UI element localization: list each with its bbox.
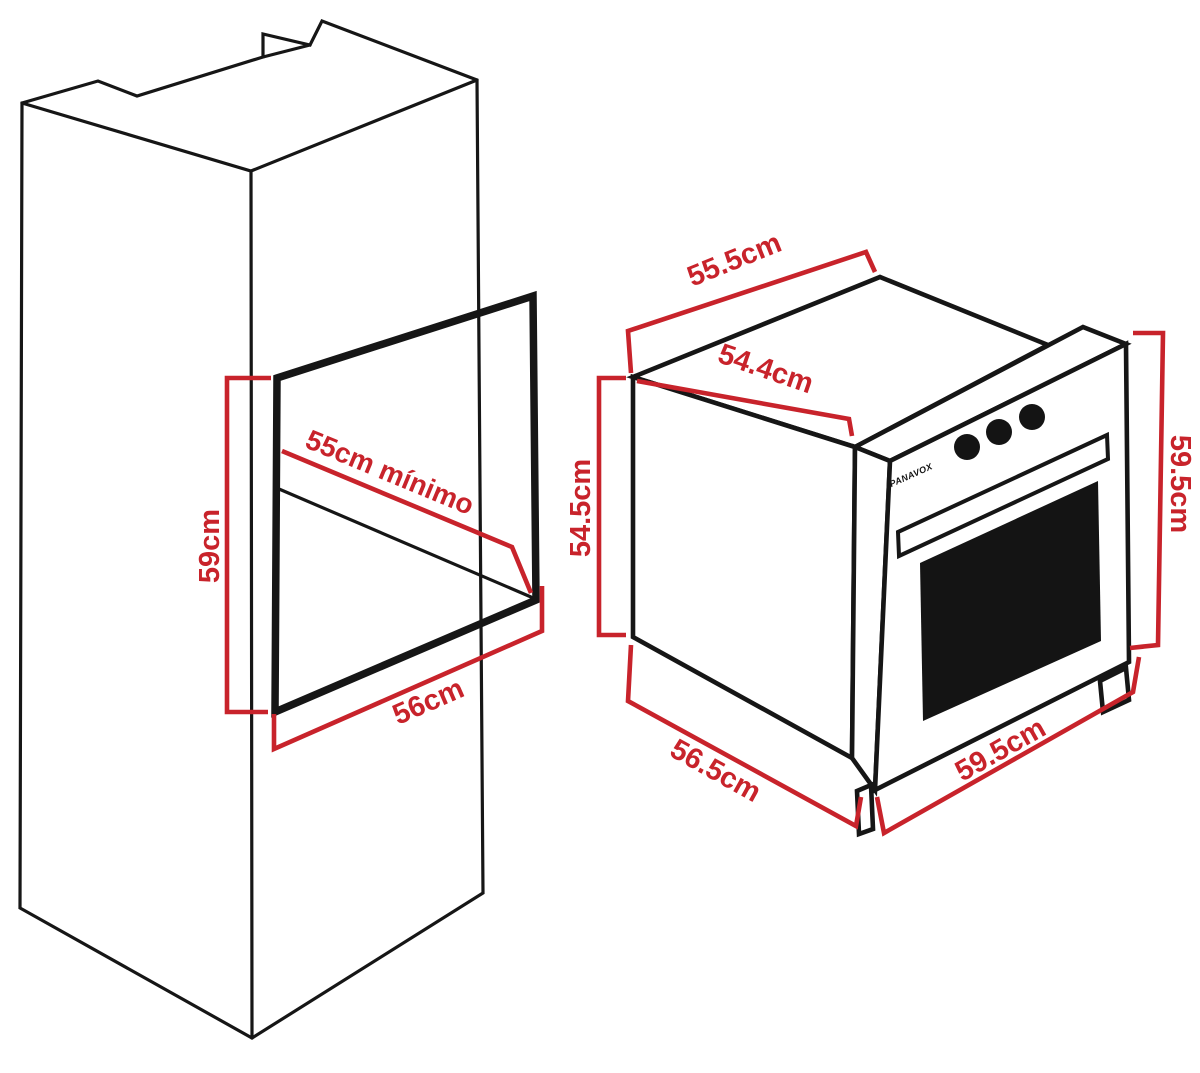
cabinet-front-corner-edge [249,169,254,1040]
cabinet-notch-face [261,43,312,59]
oven-side-face [630,373,858,762]
oven-knob [986,419,1012,445]
dim-niche-height: 59cm [194,375,271,715]
niche-cutout-frame [271,290,540,718]
dim-niche-depth-min: 55cm mínimo [281,424,534,594]
oven-knob [954,434,980,460]
dim-front-height: 59.5cm [1129,330,1196,651]
dim-label-body-height: 54.5cm [565,459,597,557]
oven-door-handle [895,431,1111,560]
niche-depth-edge [277,487,533,599]
oven-knobs [954,404,1045,460]
dim-label-front-height: 59.5cm [1164,435,1196,533]
cabinet-front-edges [20,78,479,173]
dim-label-niche-height: 59cm [194,509,226,583]
dim-body-height: 54.5cm [565,375,626,638]
dim-niche-width: 56cm [271,586,545,753]
cabinet-drawing: 59cm 55cm mínimo 56cm [18,18,545,1040]
cabinet-outline [18,18,485,1040]
oven-door-glass [920,481,1101,721]
oven-knob [1019,404,1045,430]
oven-drawing: PANAVOX 55.5cm 54.4cm 54.5cm 56.5cm 59.5 [565,227,1196,838]
